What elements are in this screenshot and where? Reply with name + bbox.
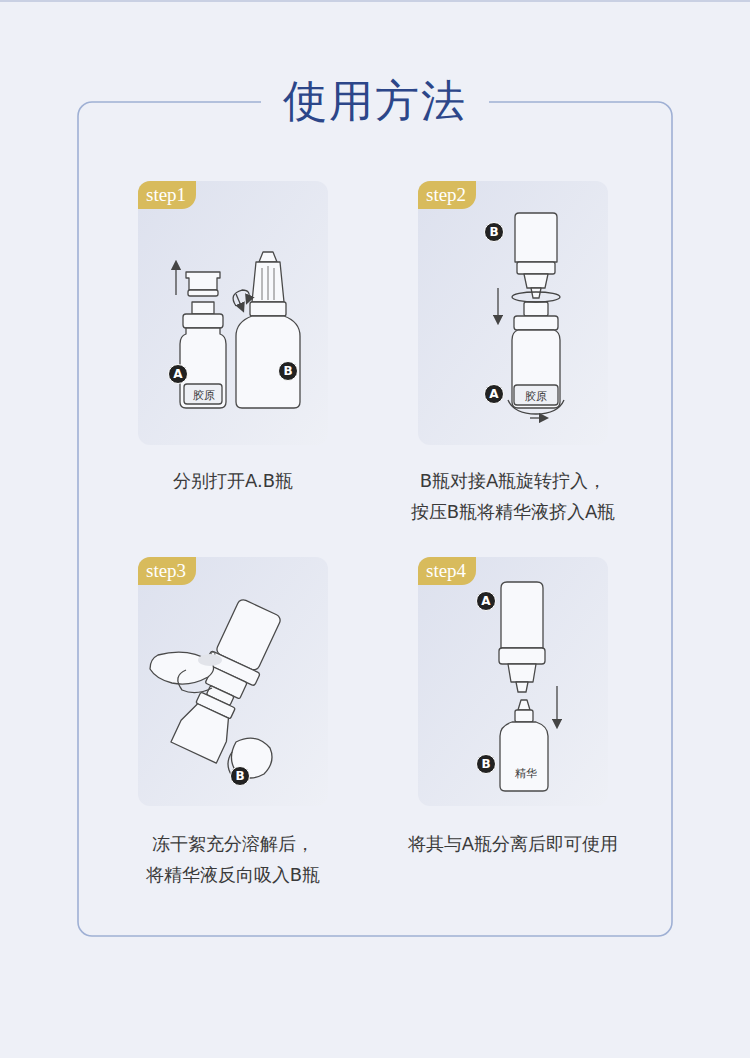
- step-card: step4将其与A瓶分离后即可使用: [418, 557, 608, 806]
- step-badge: step2: [418, 181, 476, 209]
- callout-letter: A: [484, 384, 504, 404]
- callout-letter: B: [484, 222, 504, 242]
- step-card: step2B瓶对接A瓶旋转拧入， 按压B瓶将精华液挤入A瓶: [418, 181, 608, 445]
- step-badge: step1: [138, 181, 196, 209]
- step-card: step1分别打开A.B瓶: [138, 181, 328, 445]
- step-badge: step3: [138, 557, 196, 585]
- step-caption: B瓶对接A瓶旋转拧入， 按压B瓶将精华液挤入A瓶: [378, 465, 648, 527]
- page-title: 使用方法: [261, 72, 489, 130]
- bottle-label: 胶原: [193, 389, 215, 402]
- step-caption: 分别打开A.B瓶: [113, 465, 353, 496]
- step-caption: 冻干絮充分溶解后， 将精华液反向吸入B瓶: [108, 828, 358, 890]
- callout-letter: A: [476, 591, 496, 611]
- callout-letter: A: [168, 364, 188, 384]
- bottle-label: 胶原: [525, 390, 547, 403]
- step-badge: step4: [418, 557, 476, 585]
- bottle-label: 精华: [515, 767, 537, 780]
- callout-letter: B: [476, 754, 496, 774]
- callout-letter: B: [278, 361, 298, 381]
- step-caption: 将其与A瓶分离后即可使用: [373, 828, 653, 859]
- frame-panel: 使用方法step1分别打开A.B瓶step2B瓶对接A瓶旋转拧入， 按压B瓶将精…: [78, 102, 672, 936]
- callout-letter: B: [230, 766, 250, 786]
